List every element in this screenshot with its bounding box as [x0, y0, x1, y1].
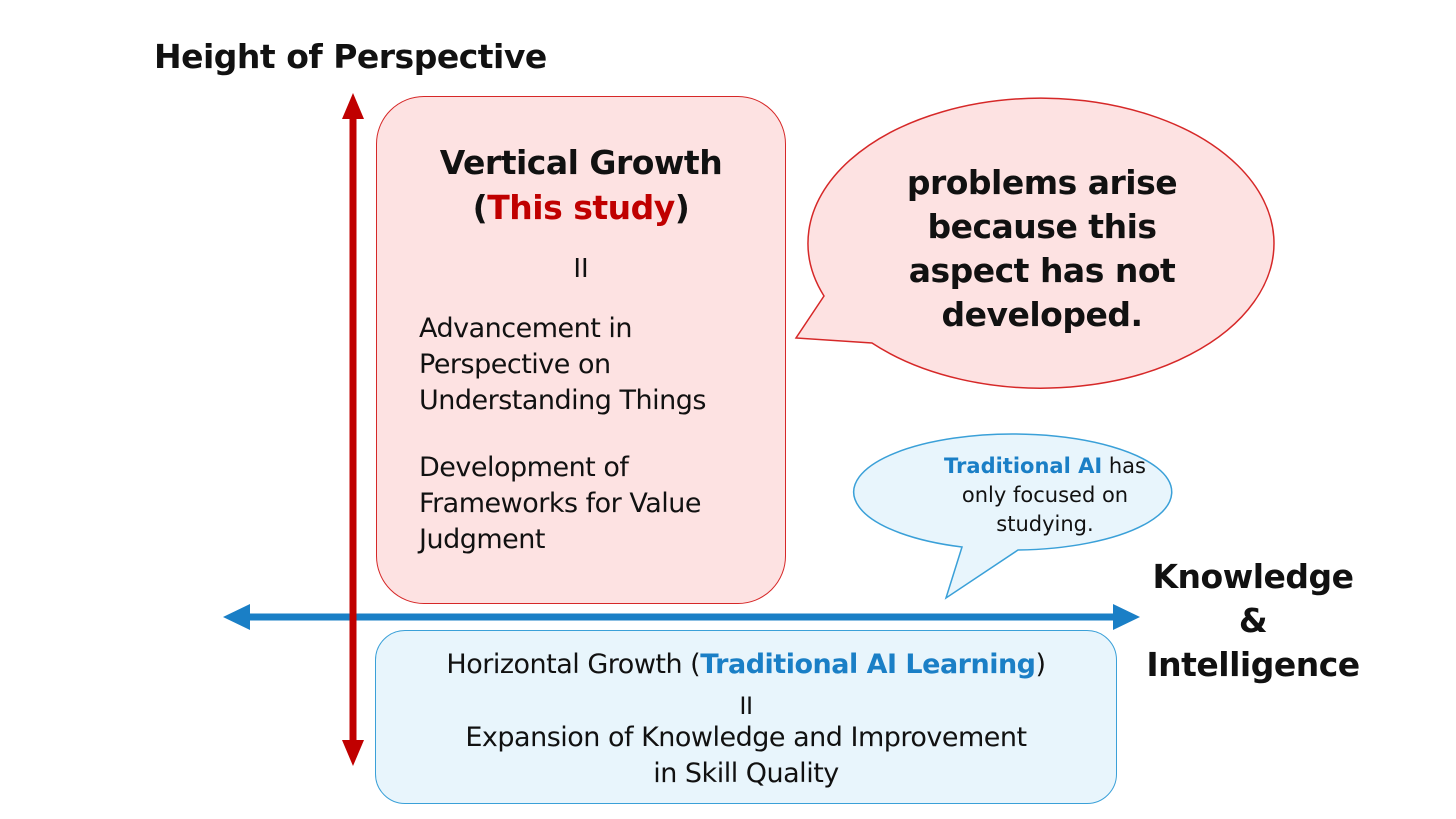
- item-line: Perspective on: [419, 349, 611, 380]
- traditional-ai-highlight: Traditional AI: [944, 454, 1103, 478]
- subtitle-paren-close: ): [674, 188, 690, 227]
- vertical-growth-equals: II: [573, 254, 589, 284]
- callout-line-rest: has: [1102, 454, 1146, 478]
- hg-title-suffix: ): [1035, 649, 1047, 680]
- callout-line: studying.: [996, 512, 1094, 536]
- this-study-highlight: This study: [487, 188, 675, 227]
- vertical-growth-item-frameworks: Development of Frameworks for Value Judg…: [419, 450, 779, 558]
- horizontal-axis-label-line: Knowledge: [1152, 557, 1354, 596]
- item-line: Understanding Things: [419, 385, 706, 416]
- hg-desc-line: in Skill Quality: [653, 758, 839, 789]
- horizontal-axis-label: Knowledge & Intelligence: [1120, 555, 1386, 687]
- vertical-axis-arrow: [342, 93, 364, 766]
- item-line: Advancement in: [419, 313, 633, 344]
- callout-line: problems arise: [906, 163, 1178, 202]
- horizontal-axis-label-line: &: [1238, 601, 1268, 640]
- callout-line: developed.: [941, 295, 1143, 334]
- traditional-ai-learning-highlight: Traditional AI Learning: [700, 649, 1036, 680]
- vertical-growth-subtitle: (This study): [376, 185, 786, 230]
- vertical-axis-label: Height of Perspective: [154, 37, 547, 76]
- item-line: Judgment: [419, 524, 545, 555]
- item-line: Frameworks for Value: [419, 488, 701, 519]
- horizontal-growth-equals: II: [739, 692, 753, 720]
- horizontal-growth-box: [375, 630, 1117, 804]
- horizontal-axis-arrow: [223, 604, 1140, 630]
- hg-title-prefix: Horizontal Growth (: [446, 649, 701, 680]
- callout-line: only focused on: [961, 483, 1129, 507]
- horizontal-growth-title: Horizontal Growth (Traditional AI Learni…: [375, 647, 1117, 683]
- vertical-growth-title: Vertical Growth: [439, 143, 723, 182]
- horizontal-axis-label-line: Intelligence: [1146, 645, 1360, 684]
- horizontal-growth-description: Expansion of Knowledge and Improvement i…: [375, 720, 1117, 792]
- item-line: Development of: [419, 452, 629, 483]
- vertical-growth-item-perspective: Advancement in Perspective on Understand…: [419, 311, 779, 419]
- red-callout-text: problems arise because this aspect has n…: [872, 161, 1212, 337]
- speech-bubble-blue: [852, 433, 1173, 600]
- vertical-growth-box: [376, 96, 786, 604]
- callout-line: Traditional AI has: [920, 452, 1170, 481]
- callout-line: aspect has not: [908, 251, 1176, 290]
- callout-line: because this: [927, 207, 1157, 246]
- speech-bubble-red: [794, 97, 1275, 389]
- hg-desc-line: Expansion of Knowledge and Improvement: [465, 722, 1027, 753]
- blue-callout-text: Traditional AI has only focused on study…: [920, 452, 1170, 539]
- vertical-growth-heading: Vertical Growth (This study): [376, 140, 786, 230]
- subtitle-paren-open: (: [472, 188, 488, 227]
